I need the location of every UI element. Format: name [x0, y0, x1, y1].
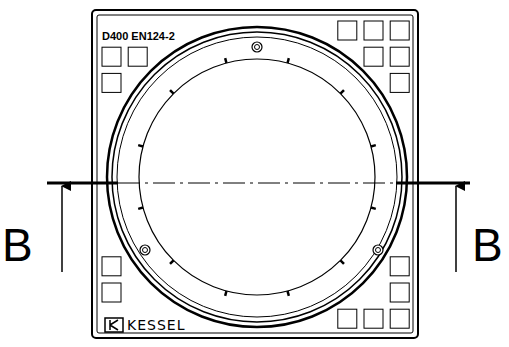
cover-ring-inner	[117, 37, 397, 317]
cover-tab	[288, 291, 289, 296]
cover-tab	[170, 260, 174, 264]
grate-cell	[390, 257, 409, 276]
grate-cell	[390, 21, 409, 40]
cover-tab	[225, 291, 226, 296]
frame-outline	[92, 10, 418, 338]
cover-tab	[138, 208, 143, 209]
cover-tab	[138, 145, 143, 146]
grate-cell	[390, 283, 409, 302]
grate-cell	[338, 21, 357, 40]
grate-cell	[102, 47, 121, 66]
brand-name: KESSEL	[127, 318, 185, 332]
cover-tab	[340, 260, 344, 264]
grate-cell	[364, 21, 383, 40]
grate-cell	[390, 73, 409, 92]
grate-cell	[390, 309, 409, 328]
section-letter: B	[2, 222, 33, 268]
load-class-marking: D400 EN124-2	[102, 31, 175, 42]
cover-inner-circle	[139, 59, 375, 295]
section-line	[47, 183, 470, 184]
cover-tab	[371, 145, 376, 146]
cover-lugs	[140, 42, 383, 255]
cover-tab	[225, 58, 226, 63]
grate-cell	[364, 47, 383, 66]
grate-cell	[102, 73, 121, 92]
grate-cell	[102, 257, 121, 276]
section-letter: B	[472, 222, 503, 268]
grate-cell	[338, 309, 357, 328]
grate-cell	[102, 283, 121, 302]
grate-grid	[102, 21, 409, 328]
section-arrows	[62, 186, 456, 272]
cover-tab	[340, 90, 344, 94]
grate-cell	[128, 47, 147, 66]
cover-tab	[170, 90, 174, 94]
cover-ring	[112, 32, 402, 322]
kessel-logo	[105, 318, 123, 332]
cover-tab	[371, 208, 376, 209]
cover-tab	[288, 58, 289, 63]
cover-tabs	[138, 58, 376, 296]
grate-cell	[364, 309, 383, 328]
cover-ring-outer	[107, 27, 407, 327]
grate-cell	[390, 47, 409, 66]
frame-inner	[97, 15, 413, 333]
